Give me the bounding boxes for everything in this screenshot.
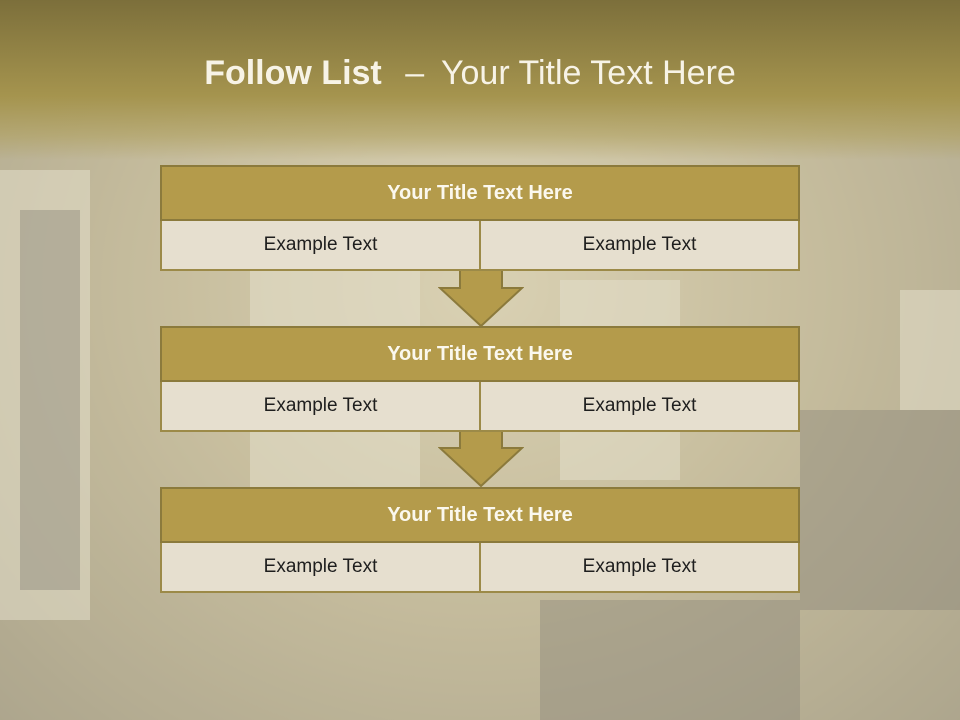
page-title-bold: Follow List [204, 54, 382, 92]
block-cell-right: Example Text [481, 382, 800, 432]
list-block-1: Your Title Text Here Example Text Exampl… [160, 165, 800, 271]
block-title: Your Title Text Here [160, 165, 800, 221]
list-block-2: Your Title Text Here Example Text Exampl… [160, 326, 800, 432]
block-cell-left: Example Text [160, 221, 481, 271]
block-cell-left: Example Text [160, 382, 481, 432]
list-block-3: Your Title Text Here Example Text Exampl… [160, 487, 800, 593]
block-title: Your Title Text Here [160, 487, 800, 543]
block-row: Example Text Example Text [160, 382, 800, 432]
page-title: Follow List – Your Title Text Here [0, 54, 940, 93]
title-band [0, 0, 960, 160]
page-title-rest: Your Title Text Here [440, 54, 736, 92]
down-arrow-icon [438, 428, 524, 488]
block-cell-right: Example Text [481, 221, 800, 271]
block-cell-right: Example Text [481, 543, 800, 593]
block-row: Example Text Example Text [160, 543, 800, 593]
block-title: Your Title Text Here [160, 326, 800, 382]
page-title-dash: – [405, 54, 425, 92]
down-arrow-icon [438, 268, 524, 328]
block-row: Example Text Example Text [160, 221, 800, 271]
block-cell-left: Example Text [160, 543, 481, 593]
